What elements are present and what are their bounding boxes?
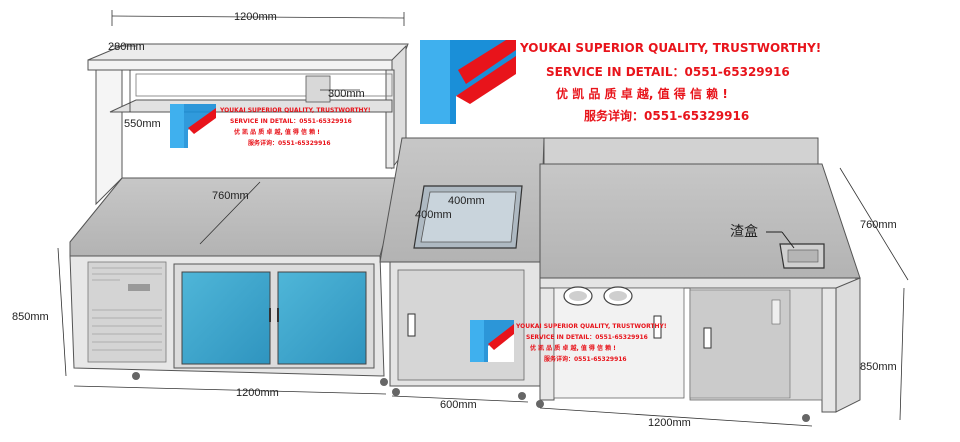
dim-right-depth: 760mm — [860, 219, 897, 231]
control-panel — [128, 284, 150, 291]
watermark-small2-line3: 优 凯 品 质 卓 越, 值 得 信 赖 ! — [530, 344, 616, 352]
left-cabinet — [69, 177, 403, 386]
glass-door-left — [181, 271, 271, 365]
dim-right-height: 850mm — [860, 361, 897, 373]
dim-sink-depth: 400mm — [415, 209, 452, 221]
brand-logo-small-1 — [170, 104, 216, 148]
dim-left-height: 850mm — [12, 311, 49, 323]
dim-mid-width: 600mm — [440, 399, 477, 411]
brand-logo-small-2 — [470, 320, 514, 362]
dim-left-width: 1200mm — [236, 387, 279, 399]
right-cabinet — [536, 137, 861, 422]
watermark-large-line4: 服务详询：0551-65329916 — [584, 108, 749, 123]
watermark-small1-line1: YOUKAI SUPERIOR QUALITY, TRUSTWORTHY! — [219, 107, 371, 114]
dim-shelf-height: 550mm — [124, 118, 161, 130]
dim-sink-width: 400mm — [448, 195, 485, 207]
sink-cabinet — [379, 137, 545, 400]
watermark-large-line1: YOUKAI SUPERIOR QUALITY, TRUSTWORTHY! — [519, 41, 821, 55]
watermark-small2-line1: YOUKAI SUPERIOR QUALITY, TRUSTWORTHY! — [515, 323, 667, 330]
overhead-shelf — [87, 43, 409, 206]
waste-box-label: 渣盒 — [730, 223, 758, 240]
watermark-small2-line2: SERVICE IN DETAIL：0551-65329916 — [526, 334, 648, 341]
watermark-small1-line4: 服务详询：0551-65329916 — [248, 139, 331, 147]
dimension-lines — [57, 10, 909, 427]
watermark-large-line2: SERVICE IN DETAIL：0551-65329916 — [546, 65, 790, 79]
dim-shelf-inner: 300mm — [328, 88, 365, 100]
compressor-grille — [87, 261, 167, 363]
brand-logo-large — [420, 40, 516, 124]
dim-top-width: 1200mm — [234, 11, 277, 23]
watermark-small1-line3: 优 凯 品 质 卓 越, 值 得 信 赖 ! — [234, 128, 320, 136]
dim-shelf-depth: 280mm — [108, 41, 145, 53]
watermark-small2-line4: 服务详询：0551-65329916 — [544, 355, 627, 363]
dim-right-width: 1200mm — [648, 417, 691, 429]
glass-door-right — [277, 271, 367, 365]
watermark-small1-line2: SERVICE IN DETAIL：0551-65329916 — [230, 118, 352, 125]
watermark-large-line3: 优 凯 品 质 卓 越, 值 得 信 赖 ! — [556, 86, 728, 101]
dim-counter-depth: 760mm — [212, 190, 249, 202]
